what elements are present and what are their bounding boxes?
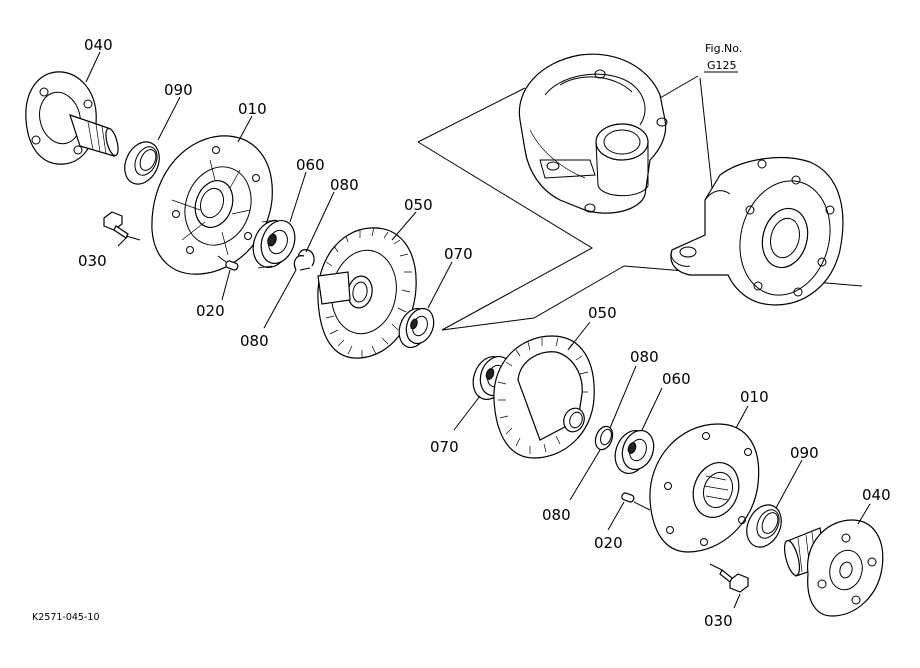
- lower-housing: [670, 156, 844, 306]
- label-080-left-bottom: 080: [240, 332, 269, 350]
- part-labels: 040 090 010 060 080 050 070 030 020 080 …: [78, 36, 891, 630]
- label-050-right: 050: [588, 304, 617, 322]
- part-080-left: [293, 249, 315, 271]
- label-050-left: 050: [404, 196, 433, 214]
- part-050-right: [493, 335, 595, 459]
- part-020-left: [217, 255, 239, 271]
- label-090-right: 090: [790, 444, 819, 462]
- label-030-right: 030: [704, 612, 733, 630]
- part-040-left: [25, 71, 119, 165]
- fig-ref-line2: G125: [707, 59, 737, 72]
- upper-housing: [518, 53, 668, 214]
- part-020-right: [621, 492, 651, 511]
- label-040-left: 040: [84, 36, 113, 54]
- label-040-right: 040: [862, 486, 891, 504]
- part-060-left: [252, 219, 296, 269]
- part-080-right: [594, 425, 614, 451]
- label-010-right: 010: [740, 388, 769, 406]
- label-080-right-bottom: 080: [542, 506, 571, 524]
- part-090-left: [124, 141, 160, 185]
- part-050-left: [317, 227, 417, 359]
- part-090-right: [746, 504, 782, 548]
- label-020-right: 020: [594, 534, 623, 552]
- part-010-right: [649, 423, 760, 553]
- figure-reference: Fig.No. G125: [659, 42, 742, 189]
- right-assembly: [472, 335, 884, 617]
- part-010-left: [151, 135, 273, 275]
- label-020-left: 020: [196, 302, 225, 320]
- part-030-right: [709, 563, 749, 593]
- drawing-code: K2571-045-10: [32, 612, 99, 623]
- leader-lines: [85, 51, 871, 609]
- label-030-left: 030: [78, 252, 107, 270]
- label-080-right-top: 080: [630, 348, 659, 366]
- label-060-left: 060: [296, 156, 325, 174]
- label-010-left: 010: [238, 100, 267, 118]
- part-070-left: [398, 307, 435, 348]
- housing-assembly: Fig.No. G125: [417, 42, 863, 331]
- label-070-left: 070: [444, 245, 473, 263]
- part-040-right: [783, 519, 884, 617]
- fig-ref-line1: Fig.No.: [705, 42, 742, 55]
- left-assembly: [25, 71, 435, 359]
- label-090-left: 090: [164, 81, 193, 99]
- part-060-right: [614, 429, 655, 474]
- part-030-left: [103, 211, 141, 241]
- label-060-right: 060: [662, 370, 691, 388]
- label-070-right: 070: [430, 438, 459, 456]
- label-080-left-top: 080: [330, 176, 359, 194]
